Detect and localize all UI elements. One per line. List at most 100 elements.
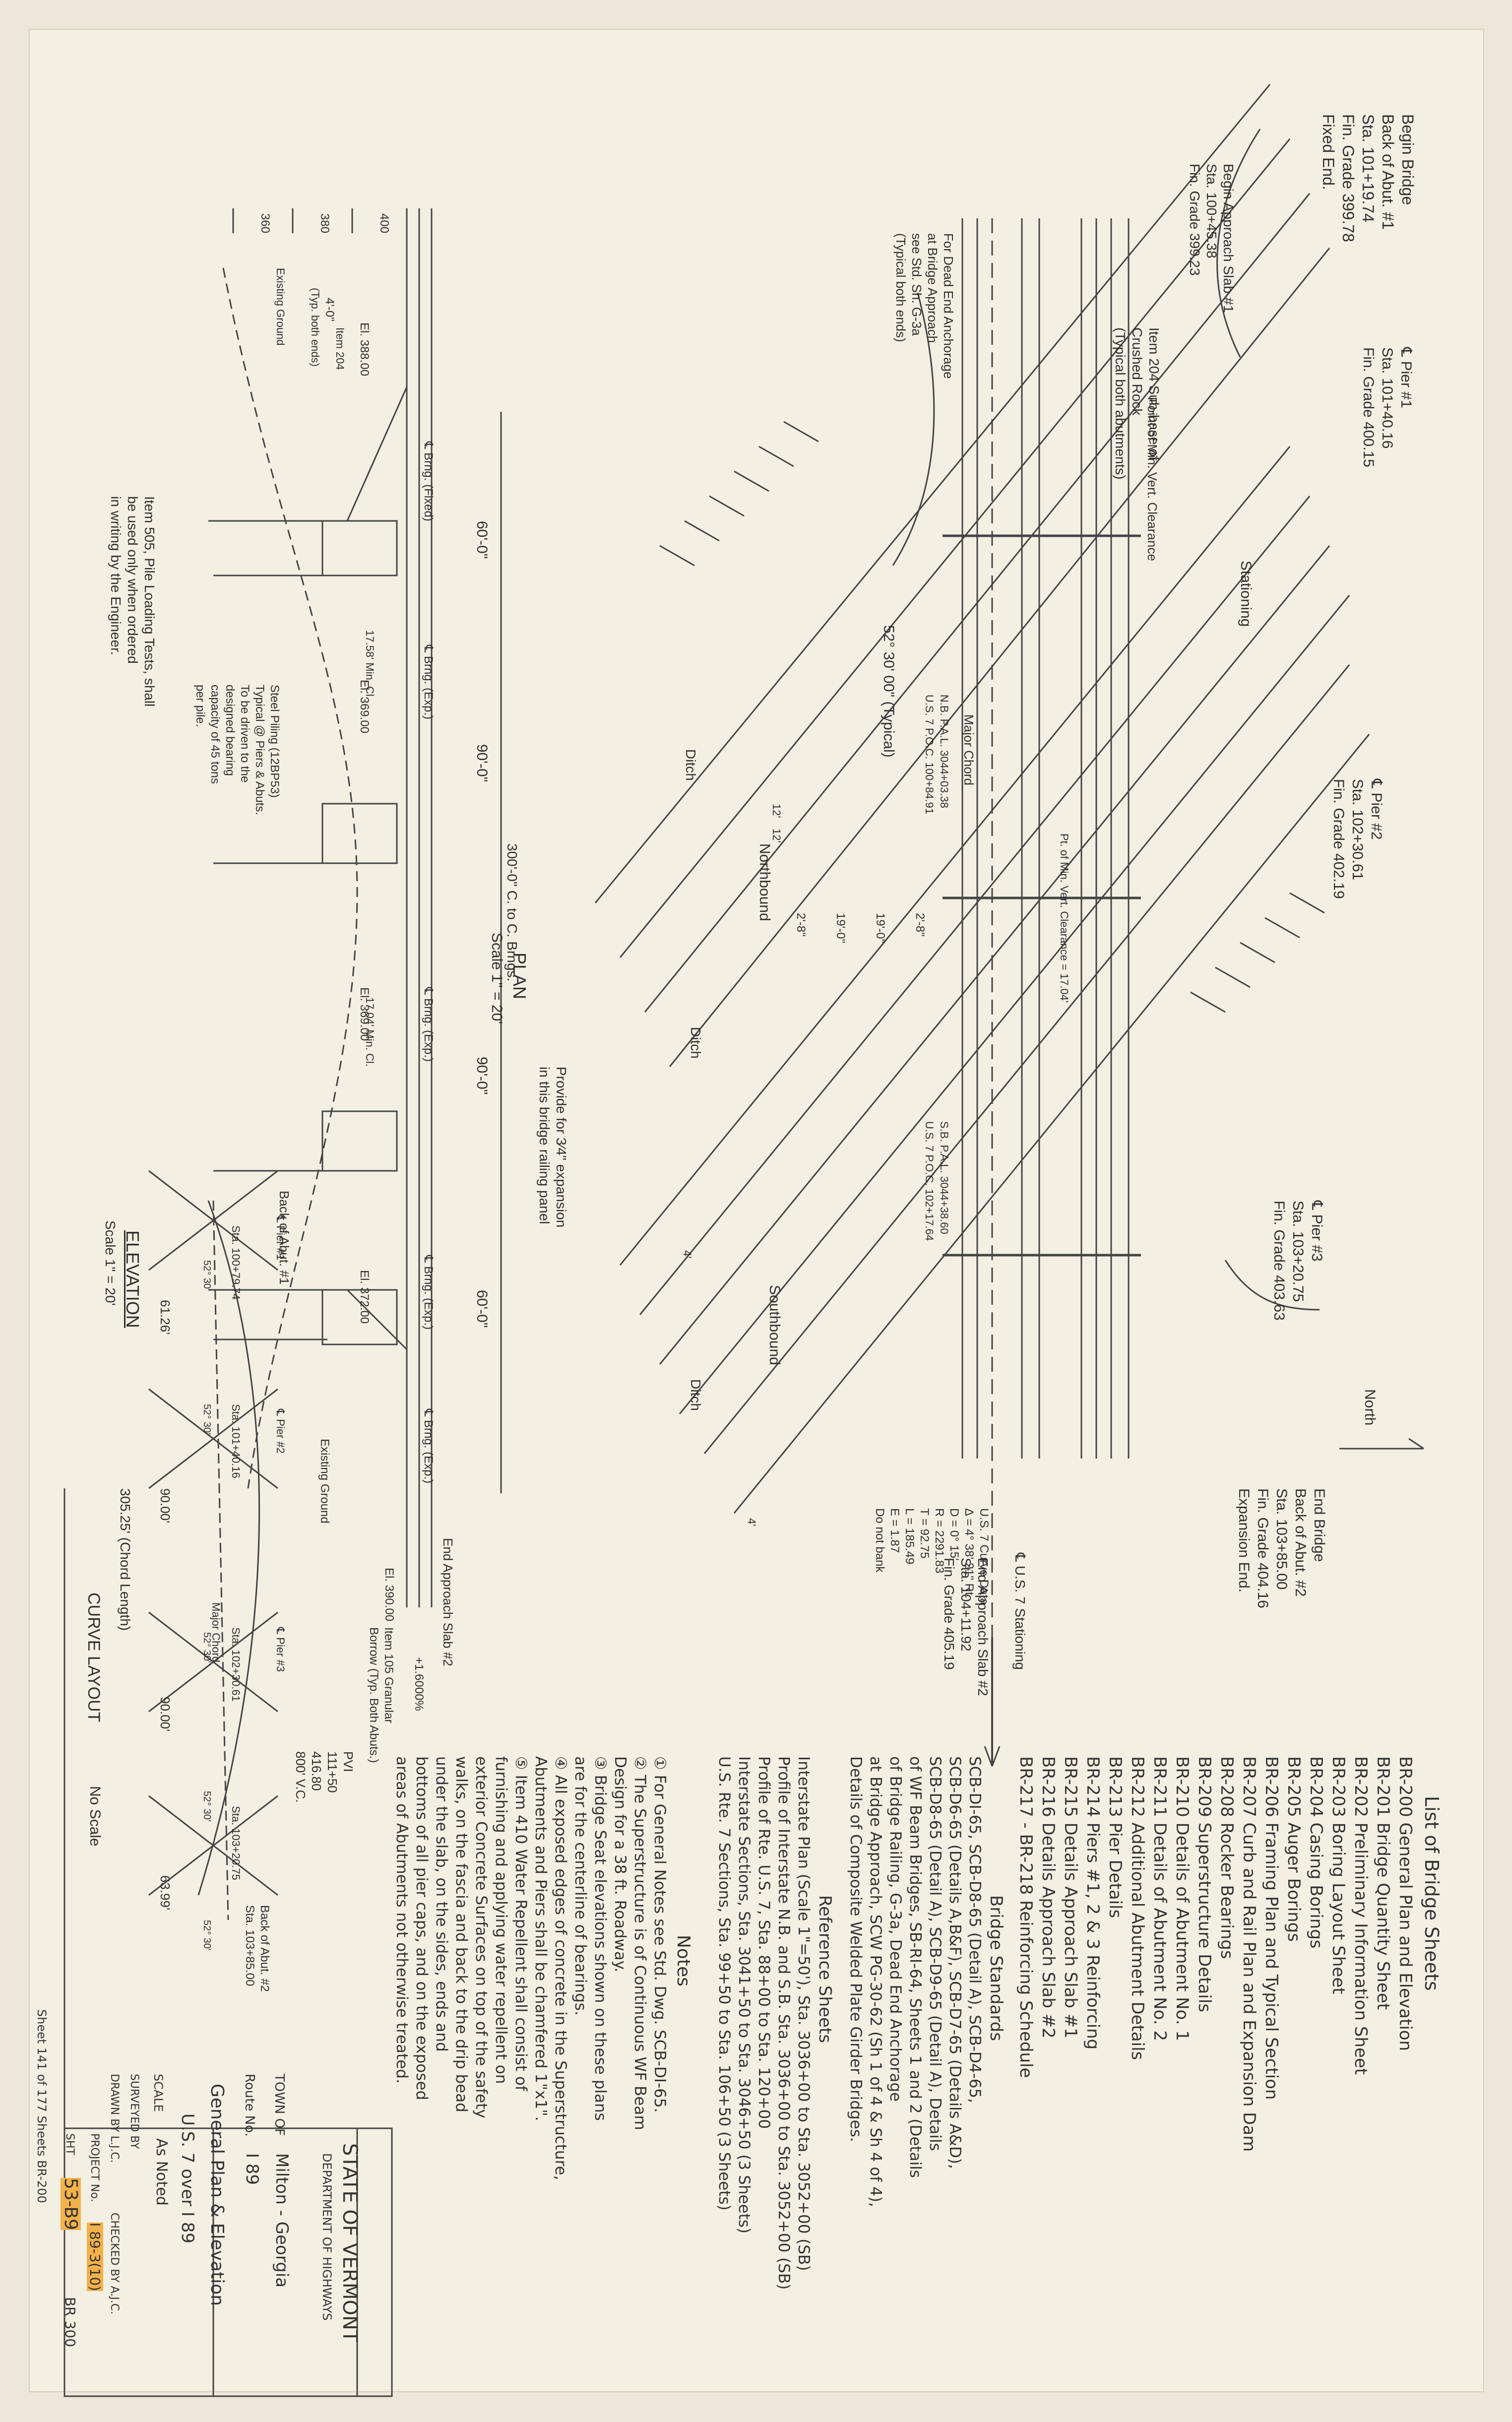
- note-line: areas of Abutments not otherwise treated…: [393, 1756, 411, 2084]
- bearing-label: ℄ Brng. (Fixed): [422, 442, 435, 521]
- pier-label: ℄ Pier #2: [274, 1409, 287, 1454]
- note-line: ② The Superstructure is of Continuous WF…: [631, 1756, 649, 2130]
- reference-line: U.S. Rte. 7 Sections, Sta. 99+50 to Sta.…: [715, 1756, 733, 2211]
- note-line: under the slab, on the sides, ends and: [433, 1756, 450, 2052]
- note-line: ③ Bridge Seat elevations shown on these …: [591, 1756, 609, 2121]
- northbound-label: Northbound: [756, 843, 773, 921]
- town-value: Milton - Georgia: [272, 2153, 292, 2288]
- min-vert-clearance-value: Pt. of Min. Vert. Clearance = 17.04': [1058, 833, 1071, 1003]
- plan-dimension: 2'-8": [913, 913, 927, 937]
- span-total: 300'-0" C. to C. Brngs.: [504, 843, 520, 982]
- reference-line: Profile of Interstate N.B. and S.B. Sta.…: [775, 1756, 793, 2290]
- elevation-view-linework: [208, 208, 502, 1607]
- note-line: Design for a 38 ft. Roadway.: [611, 1756, 629, 1973]
- note-line: ① For General Notes see Std. Dwg. SCB-DI…: [651, 1756, 669, 2113]
- note-line: are for the centerline of bearings.: [571, 1756, 589, 2016]
- list-item: BR-207 Curb and Rail Plan and Expansion …: [1239, 1756, 1259, 2152]
- list-item: BR-211 Details of Abutment No. 2: [1150, 1756, 1170, 2041]
- list-item: BR-216 Details Approach Slab #2: [1038, 1756, 1058, 2039]
- angle-label: 52° 30': [201, 1920, 212, 1951]
- note-line: furnishing and applying water repellent …: [492, 1756, 510, 2084]
- station-label: Sta. 101+40.16: [230, 1404, 242, 1478]
- angle-label: 52° 30': [201, 1260, 212, 1291]
- shoulder-width: 4': [681, 1250, 693, 1259]
- elevation-tick: 400: [378, 213, 391, 234]
- stationing-label: Stationing: [1238, 561, 1254, 627]
- major-chord-label: Major Chord: [961, 714, 976, 786]
- standards-line: of WF Beam Bridges, SB-RI-64, Sheets 1 a…: [906, 1756, 924, 2178]
- note-line: bottoms of all pier caps, and on the exp…: [413, 1756, 431, 2101]
- plan-dimension: 4'-0": [323, 298, 336, 321]
- town-label: TOWN OF: [272, 2074, 287, 2136]
- drawn-by: DRAWN BY L.J.C.: [108, 2074, 121, 2163]
- list-item: BR-214 Piers #1, 2 & 3 Reinforcing: [1083, 1756, 1103, 2050]
- elevation-title: ELEVATION: [123, 1230, 143, 1328]
- surveyed-by: SURVEYED BY: [128, 2074, 140, 2149]
- sheet-count-note: Sheet 141 of 177 Sheets BR-200: [35, 2009, 49, 2203]
- elevation-value: El. 390.00: [382, 1568, 396, 1622]
- shoulder-width: 4': [746, 1518, 758, 1527]
- standards-line: of Bridge Railing, G-3a, Dead End Anchor…: [886, 1756, 904, 2102]
- list-item: BR-215 Details Approach Slab #1: [1061, 1756, 1080, 2039]
- elevation-scale: Scale 1" = 20': [103, 1220, 118, 1306]
- list-item: BR-212 Additional Abutment Details: [1128, 1756, 1147, 2060]
- item204-label: Item 204: [334, 327, 346, 370]
- curve-layout-linework: [148, 1170, 278, 1920]
- north-label: North: [1362, 1389, 1378, 1426]
- state-name: STATE OF VERMONT: [338, 2143, 361, 2343]
- bearing-label: ℄ Brng. (Exp.): [422, 645, 435, 720]
- span-length: 90'-0": [474, 1057, 490, 1095]
- list-item: BR-217 - BR-218 Reinforcing Schedule: [1016, 1756, 1036, 2078]
- bearing-label: ℄ Brng. (Exp.): [422, 1255, 435, 1330]
- curve-layout-title: CURVE LAYOUT: [84, 1593, 103, 1722]
- list-item: BR-209 Superstructure Details: [1195, 1756, 1214, 2013]
- note-line: walks, on the fascia and back to the dri…: [452, 1756, 470, 2112]
- curve-layout-scale: No Scale: [87, 1786, 103, 1847]
- pier-label: ℄ Pier #1: [274, 1215, 287, 1260]
- min-vert-clearance-label: Point of Min. Vert. Clearance: [1145, 397, 1160, 561]
- bridge-stamp: BR 300: [62, 2297, 78, 2348]
- angle-label: 52° 30': [201, 1791, 212, 1822]
- plan-scale: Scale 1" = 20': [489, 933, 505, 1024]
- checked-by: CHECKED BY A.J.C.: [108, 2213, 121, 2315]
- reference-line: Interstate Plan (Scale 1"=50'), Sta. 303…: [795, 1756, 813, 2271]
- bearing-label: ℄ Brng. (Exp.): [422, 987, 435, 1062]
- list-item: BR-204 Casing Borings: [1306, 1756, 1326, 1949]
- sheet-title: General Plan & Elevation: [207, 2084, 227, 2306]
- station-label: Sta. 100+79.74: [230, 1225, 242, 1300]
- reference-sheets-title: Reference Sheets: [815, 1895, 835, 2043]
- note-line: ⑤ Item 410 Water Repellent shall consist…: [512, 1756, 530, 2091]
- reference-line: Interstate Sections, Sta. 3041+50 to Sta…: [735, 1756, 753, 2234]
- bridge-sheets-title: List of Bridge Sheets: [1421, 1796, 1443, 1991]
- title-block-frame: [63, 1488, 393, 2397]
- lane-width: 12': [770, 804, 783, 818]
- sheet-label: SHT: [63, 2133, 76, 2155]
- notes-title: Notes: [673, 1935, 693, 1986]
- segment-length: 63.99': [158, 1875, 173, 1911]
- route-value: I 89: [242, 2153, 262, 2185]
- steel-piling-note: Steel Piling (12BP53)Typical @ Piers & A…: [193, 685, 281, 816]
- bridge-standards-title: Bridge Standards: [986, 1895, 1006, 2041]
- project-number: I 89-3(10): [87, 2223, 103, 2292]
- existing-ground-label: Existing Ground: [318, 1439, 331, 1524]
- us7-stationing-label: ℄ U.S. 7 Stationing: [1012, 1553, 1028, 1670]
- existing-ground-label: Existing Ground: [274, 268, 287, 346]
- plan-dimension: 19'-0": [874, 913, 887, 944]
- segment-length: 90.00': [158, 1697, 173, 1732]
- min-clearance: 17.58' Min. Cl.: [364, 630, 376, 700]
- scale-label: SCALE: [151, 2074, 165, 2112]
- list-item: BR-203 Boring Layout Sheet: [1328, 1756, 1348, 1994]
- list-item: BR-213 Pier Details: [1105, 1756, 1125, 1918]
- elevation-tick: 360: [258, 213, 272, 234]
- grade-label: +1.6000%: [412, 1657, 426, 1711]
